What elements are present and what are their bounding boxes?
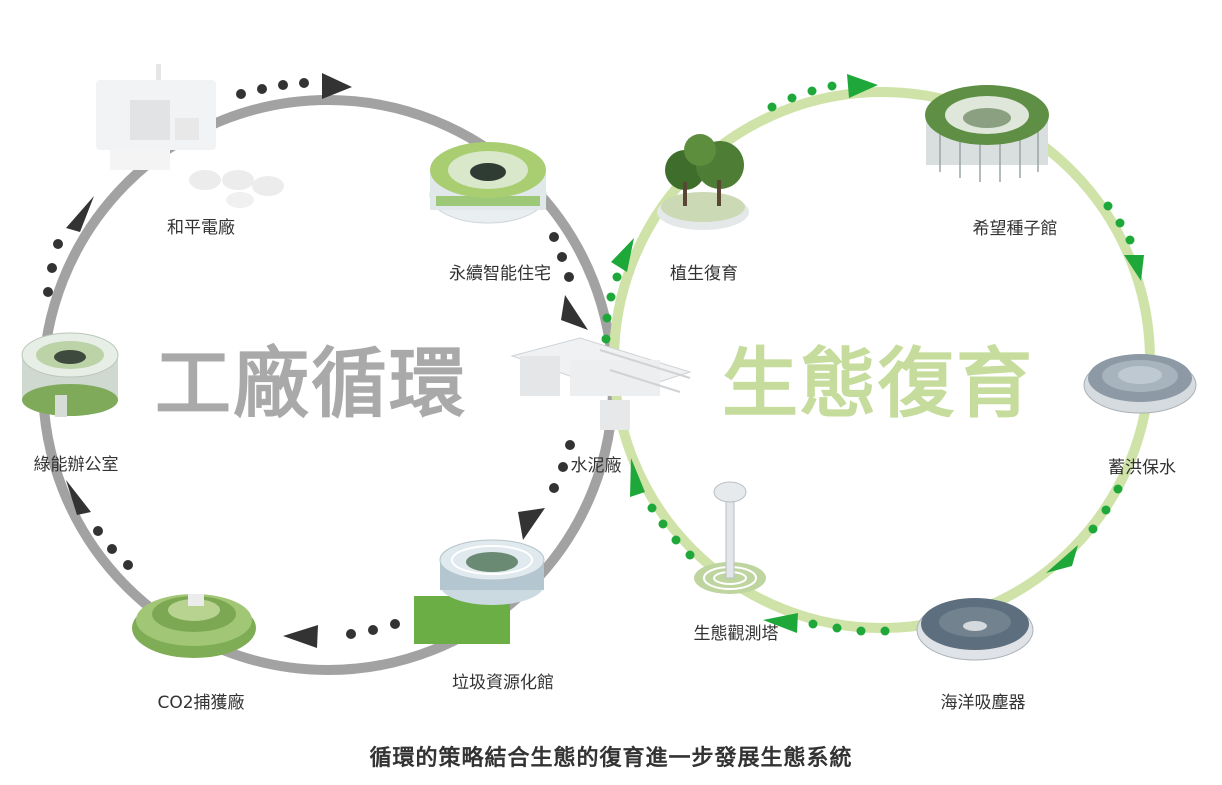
arrowhead-right-upper: [561, 295, 588, 330]
seed-vault-illustration: [925, 85, 1049, 182]
flood-storage-illustration: [1083, 354, 1197, 414]
arrowhead-left-lower: [66, 480, 91, 515]
node-label-recycling-center: 垃圾資源化館: [452, 673, 554, 693]
flow-dots-left-upper-green: [601, 272, 622, 344]
diagram-caption: 循環的策略結合生態的復育進一步發展生態系統: [369, 746, 853, 771]
arrowhead-bottom: [283, 625, 318, 648]
flow-dots-bottom-green: [808, 619, 890, 636]
power-plant-illustration: [96, 64, 284, 208]
arrowhead-right-upper-green: [1124, 255, 1144, 281]
flow-dots-left-lower-green: [647, 503, 695, 560]
arrowhead-right-lower: [518, 508, 545, 540]
arrowhead-top-left: [322, 73, 352, 99]
node-label-flood-storage: 蓄洪保水: [1108, 458, 1176, 478]
cement-plant-illustration: [510, 337, 692, 430]
node-label-observation-tower: 生態觀測塔: [693, 624, 779, 644]
smart-housing-illustration: [429, 142, 547, 224]
plant-restoration-illustration: [657, 134, 749, 230]
right-flow-arrows: [601, 74, 1144, 636]
flow-dots-right-lower: [549, 440, 575, 493]
flow-dots-right-lower-green: [1088, 484, 1123, 534]
flow-dots-top-left: [236, 78, 309, 99]
flow-dots-left-lower: [93, 526, 133, 570]
node-label-co2-capture: CO2捕獲廠: [157, 693, 245, 713]
arrowhead-left-lower-green: [630, 458, 645, 497]
flow-dots-right-upper: [549, 232, 574, 282]
co2-capture-plant-illustration: [132, 594, 256, 658]
eco-observation-tower-illustration: [694, 481, 766, 594]
arrowhead-right-lower-green: [1046, 545, 1078, 573]
ocean-cleaner-illustration: [916, 598, 1034, 661]
green-office-illustration: [21, 332, 119, 417]
flow-dots-bottom: [346, 619, 400, 639]
node-label-plant-restoration: 植生復育: [670, 264, 738, 284]
arrowhead-left-upper-green: [611, 238, 634, 272]
flow-dots-top-right: [767, 81, 837, 112]
recycling-center-illustration: [414, 539, 545, 644]
arrowhead-top-right: [847, 74, 878, 98]
left-flow-arrows: [43, 73, 588, 648]
node-label-cement-plant: 水泥廠: [570, 456, 622, 476]
node-label-seed-vault: 希望種子館: [972, 219, 1058, 239]
node-label-green-office: 綠能辦公室: [33, 455, 119, 475]
flow-dots-left-upper: [43, 239, 63, 297]
node-label-ocean-cleaner: 海洋吸塵器: [940, 693, 1026, 713]
flow-dots-right-upper-green: [1103, 201, 1135, 245]
arrowhead-bottom-green: [763, 613, 798, 633]
eco-restoration-title: 生態復育: [722, 339, 1034, 428]
node-label-smart-housing: 永續智能住宅: [449, 264, 551, 284]
node-label-power-plant: 和平電廠: [167, 218, 235, 238]
arrowhead-left-upper: [66, 196, 94, 232]
factory-cycle-title: 工廠循環: [155, 339, 467, 428]
